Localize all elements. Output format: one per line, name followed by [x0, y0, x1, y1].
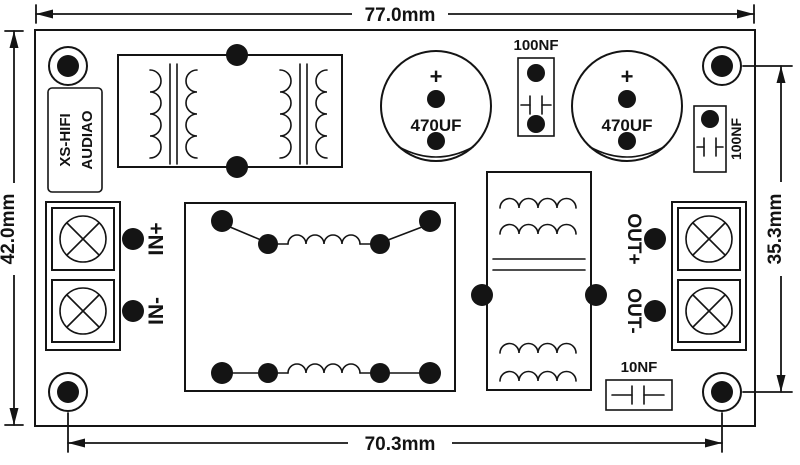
in-minus-label: IN- — [145, 297, 168, 325]
solder-pad — [258, 363, 278, 383]
output-choke-block — [471, 171, 607, 391]
screw-terminal — [677, 279, 741, 343]
inductor-coil — [499, 223, 577, 235]
inductor-coil — [499, 197, 577, 209]
mounting-hole-top-left — [48, 46, 88, 86]
screw-terminal — [51, 207, 115, 271]
dim-top-label: 77.0mm — [365, 5, 436, 26]
arrowhead-down — [9, 408, 19, 425]
solder-pad — [701, 110, 719, 128]
mounting-hole-bottom-right — [702, 372, 742, 412]
solder-pad — [618, 132, 636, 150]
inductor-coil — [149, 69, 162, 159]
middle-inductor-block — [184, 202, 456, 392]
solder-pad — [527, 64, 545, 82]
dimension-left: 42.0mm — [0, 30, 25, 426]
capacitor-100nf-right: 100NF — [693, 105, 744, 173]
out-plus-label: OUT+ — [623, 213, 644, 264]
inductor-coil — [287, 234, 361, 245]
dim-left-label: 42.0mm — [0, 194, 19, 265]
solder-pad — [644, 228, 666, 250]
cap2-stripe-arc — [589, 146, 665, 158]
arrowhead-up — [776, 66, 786, 83]
solder-pad — [226, 44, 248, 66]
inductor-coil — [499, 370, 577, 382]
dimension-bottom: 70.3mm — [67, 412, 723, 455]
solder-pad — [618, 90, 636, 108]
dimension-right: 35.3mm — [742, 65, 793, 393]
inductor-coil — [287, 363, 361, 374]
inductor-coil — [315, 69, 328, 159]
brand-line1: XS-HIFI — [57, 113, 74, 166]
c100nf-right-label: 100NF — [728, 118, 744, 160]
solder-pad — [122, 300, 144, 322]
brand-line2: AUDIAO — [79, 110, 96, 169]
arrowhead-up — [9, 31, 19, 48]
cap1-value: 470UF — [410, 116, 461, 135]
mounting-hole-bottom-left — [48, 372, 88, 412]
arrowhead-down — [776, 375, 786, 392]
solder-pad — [585, 284, 607, 306]
c100nf-top-label: 100NF — [513, 37, 558, 54]
input-choke-block — [117, 44, 343, 178]
solder-pad — [211, 210, 233, 232]
inductor-coil — [279, 69, 292, 159]
output-terminal-block: OUT+ OUT- — [623, 201, 747, 351]
solder-pad — [427, 90, 445, 108]
screw-terminal — [51, 279, 115, 343]
cap1-stripe-arc — [398, 146, 474, 158]
input-terminal-block: IN+ IN- — [45, 201, 168, 351]
inductor-coil — [499, 342, 577, 354]
solder-pad — [427, 132, 445, 150]
capacitor-10nf: 10NF — [605, 359, 673, 411]
c10nf-label: 10NF — [621, 359, 658, 376]
arrowhead-right — [737, 9, 754, 19]
screw-terminal — [677, 207, 741, 271]
solder-pad — [527, 115, 545, 133]
arrowhead-right — [705, 438, 722, 448]
cap1-polarity-mark: + — [430, 64, 443, 89]
solder-pad — [226, 156, 248, 178]
solder-pad — [122, 228, 144, 250]
out-minus-label: OUT- — [623, 288, 644, 333]
solder-pad — [258, 234, 278, 254]
dim-right-label: 35.3mm — [765, 194, 786, 265]
solder-pad — [211, 362, 233, 384]
inductor-coil — [185, 69, 198, 159]
dimension-top: 77.0mm — [35, 3, 755, 26]
solder-pad — [419, 362, 441, 384]
capacitor-470uf-2: + 470UF — [571, 50, 683, 162]
solder-pad — [644, 300, 666, 322]
solder-pad — [370, 363, 390, 383]
in-plus-label: IN+ — [145, 222, 168, 255]
solder-pad — [370, 234, 390, 254]
mounting-hole-top-right — [702, 46, 742, 86]
capacitor-470uf-1: + 470UF — [380, 50, 492, 162]
capacitor-100nf-top: 100NF — [513, 37, 559, 137]
cap2-polarity-mark: + — [621, 64, 634, 89]
solder-pad — [471, 284, 493, 306]
arrowhead-left — [68, 438, 85, 448]
cap2-value: 470UF — [601, 116, 652, 135]
brand-label-box: XS-HIFI AUDIAO — [47, 87, 103, 193]
board-outline — [34, 29, 756, 427]
arrowhead-left — [36, 9, 53, 19]
dim-bottom-label: 70.3mm — [365, 434, 436, 455]
solder-pad — [419, 210, 441, 232]
